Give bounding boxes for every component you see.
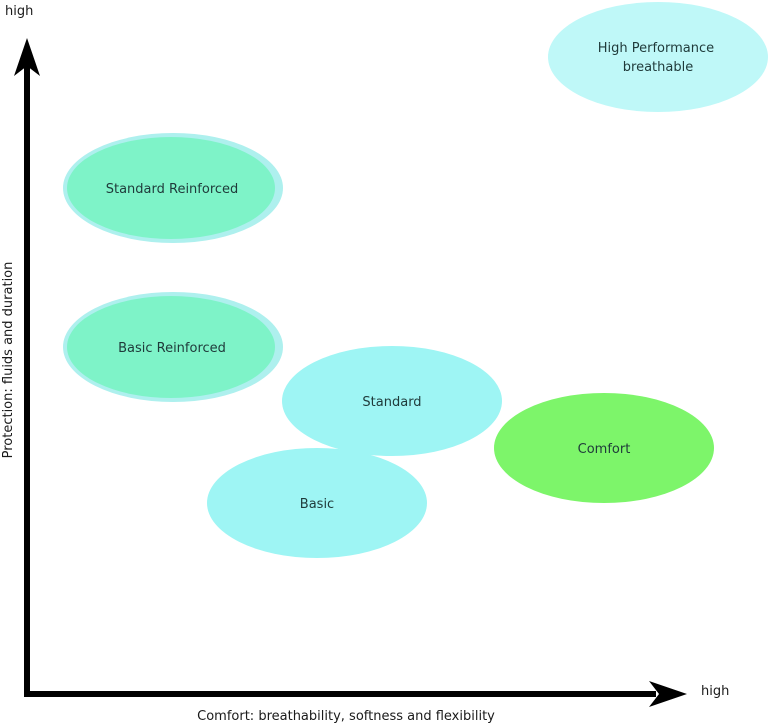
bubble-shape	[494, 393, 714, 503]
bubble-shape	[207, 448, 427, 558]
bubble-label-line: breathable	[623, 60, 693, 75]
svg-text:High Performance breatha: High Performance breathable	[598, 41, 719, 75]
bubble-shape	[282, 346, 502, 456]
bubble-standard-reinforced: Standard Reinforced	[63, 133, 283, 243]
bubble-comfort: Comfort	[494, 393, 714, 503]
svg-text:Comfort: Comfort	[578, 442, 631, 457]
bubble-shape	[548, 2, 768, 112]
x-axis-high-label: high	[701, 684, 729, 699]
svg-text:Basic: Basic	[300, 497, 334, 512]
svg-text:Basic Reinforced: Basic Reinforced	[118, 341, 226, 356]
bubble-basic-reinforced: Basic Reinforced	[63, 292, 283, 402]
y-axis-arrow-icon	[14, 38, 40, 76]
x-axis-title: Comfort: breathability, softness and fle…	[197, 709, 495, 724]
svg-text:Standard: Standard	[362, 395, 421, 410]
bubble-label-line: High Performance	[598, 41, 714, 56]
bubble-standard: Standard	[282, 346, 502, 456]
bubble-high-performance-breathable: High Performance breathable	[548, 2, 768, 112]
y-axis-high-label: high	[5, 4, 33, 19]
bubble-label-line: Standard Reinforced	[106, 182, 239, 197]
y-axis-title: Protection: fluids and duration	[1, 262, 16, 459]
bubble-label-line: Standard	[362, 395, 421, 410]
bubble-shape	[67, 296, 275, 398]
svg-text:Standard Reinforced: Standard Reinforced	[106, 182, 239, 197]
bubble-shape	[67, 137, 275, 239]
bubble-basic: Basic	[207, 448, 427, 558]
bubble-label-line: Basic	[300, 497, 334, 512]
x-axis-arrow-icon	[649, 681, 687, 707]
bubble-label-line: Basic Reinforced	[118, 341, 226, 356]
bubble-label-line: Comfort	[578, 442, 631, 457]
